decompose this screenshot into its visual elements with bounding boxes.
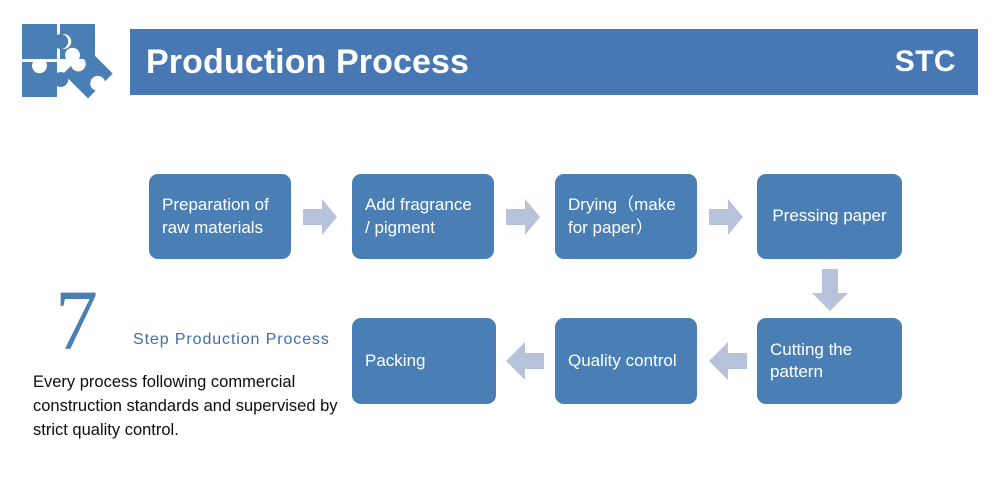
process-step-label: Cutting the pattern: [770, 339, 853, 381]
process-step-label: Quality control: [568, 350, 677, 370]
process-description: Every process following commercial const…: [33, 373, 338, 439]
page-header-bar: Production Process STC: [130, 29, 978, 95]
process-step-preparation[interactable]: Preparation of raw materials: [149, 174, 291, 259]
puzzle-pieces-logo: [16, 18, 116, 112]
arrow-right-icon: [303, 199, 337, 235]
arrow-left-icon: [506, 342, 544, 380]
arrow-right-icon: [506, 199, 540, 235]
process-step-label: Drying（make for paper）: [568, 195, 676, 237]
puzzle-logo-svg: [22, 24, 113, 99]
process-step-label: Packing: [365, 350, 426, 370]
process-step-cutting-the-pattern[interactable]: Cutting the pattern: [757, 318, 902, 404]
process-step-drying[interactable]: Drying（make for paper）: [555, 174, 697, 259]
arrow-left-icon: [709, 342, 747, 380]
brand-label: STC: [894, 45, 956, 78]
page-title: Production Process: [146, 43, 469, 81]
process-step-add-fragrance[interactable]: Add fragrance / pigment: [352, 174, 494, 259]
process-step-pressing-paper[interactable]: Pressing paper: [757, 174, 902, 259]
step-count-label: Step Production Process: [133, 331, 330, 348]
process-step-packing[interactable]: Packing: [352, 318, 496, 404]
process-step-label: Add fragrance / pigment: [365, 195, 472, 237]
process-step-label: Pressing paper: [772, 206, 887, 226]
process-step-label: Preparation of raw materials: [162, 195, 269, 237]
arrow-down-icon: [812, 269, 848, 311]
step-count-number: 7: [55, 272, 98, 368]
arrow-right-icon: [709, 199, 743, 235]
process-step-quality-control[interactable]: Quality control: [555, 318, 697, 404]
